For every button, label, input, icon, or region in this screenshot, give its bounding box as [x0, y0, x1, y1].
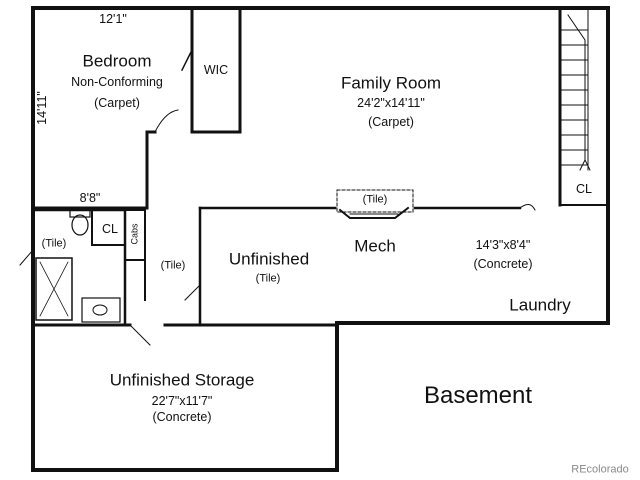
bedroom-wall [190, 6, 242, 134]
level-title: Basement [423, 382, 533, 409]
outer-wall [31, 6, 610, 472]
bedroom-height-dim: 14'11" [34, 91, 49, 125]
hall-floor: (Tile) [160, 259, 186, 272]
family-room-dims: 24'2"x14'11" [357, 95, 425, 110]
bedroom-note: Non-Conforming [71, 74, 163, 89]
storage-dims: 22'7"x11'7" [151, 393, 213, 408]
unfinished-name: Unfinished [228, 249, 310, 269]
concrete-dims: 14'3"x8'4" [475, 237, 531, 252]
toilet [71, 214, 89, 236]
storage-floor: (Concrete) [152, 409, 212, 424]
bath-door-left [19, 249, 34, 266]
bedroom-door-wall [145, 130, 157, 210]
wic-door [180, 48, 194, 72]
wic-label: WIC [203, 62, 229, 77]
bedroom-name: Bedroom [82, 51, 152, 71]
closet-right-label: CL [576, 181, 592, 196]
bedroom-floor: (Carpet) [94, 95, 140, 110]
cabs-wall [124, 209, 146, 261]
mech-floor: (Tile) [362, 193, 388, 206]
shower [35, 257, 73, 321]
hall-width-dim: 8'8" [79, 190, 101, 205]
storage-name: Unfinished Storage [109, 370, 255, 390]
unfinished-floor: (Tile) [255, 272, 281, 285]
hall-door [184, 284, 201, 301]
mech-name: Mech [354, 236, 396, 256]
watermark: REcolorado [571, 463, 629, 476]
door-arc-right [519, 204, 536, 211]
storage-door [129, 324, 151, 346]
bath-floor: (Tile) [41, 237, 67, 250]
fireplace [336, 189, 414, 213]
concrete-floor: (Concrete) [473, 256, 533, 271]
stairs [559, 7, 591, 171]
closet-bath [91, 209, 126, 246]
sink [81, 297, 121, 323]
laundry-name: Laundry [509, 295, 571, 315]
family-room-name: Family Room [340, 73, 442, 93]
bedroom-width-dim: 12'1" [99, 11, 127, 26]
fireplace-inner [338, 206, 410, 219]
family-room-floor: (Carpet) [368, 114, 414, 129]
cabs-label: Cabs [129, 223, 140, 245]
bedroom-door-arc [154, 109, 179, 133]
closet-bath-label: CL [102, 221, 118, 236]
